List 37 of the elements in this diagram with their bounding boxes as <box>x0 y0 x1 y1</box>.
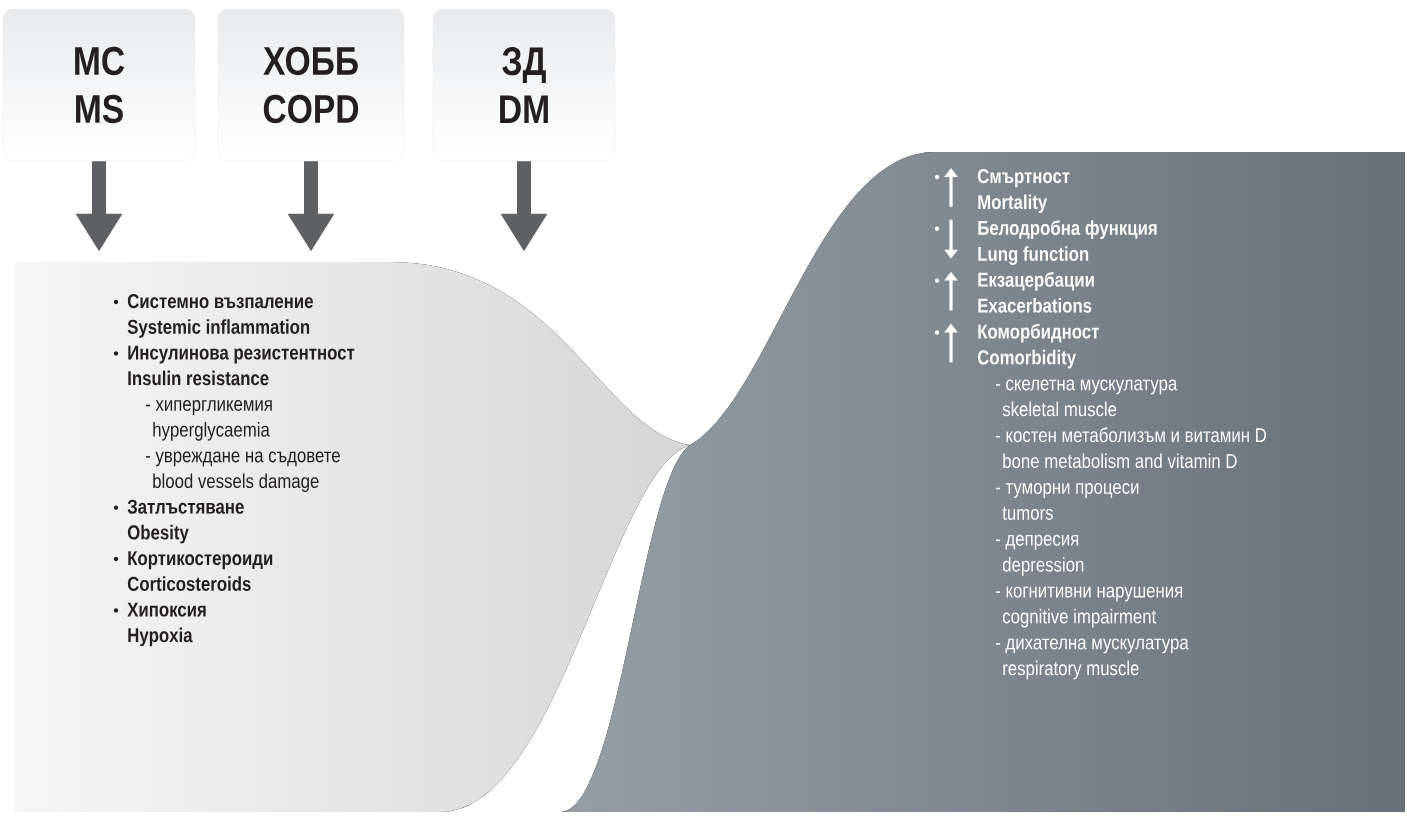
list-item: - туморни процеси <box>995 483 1139 498</box>
list-item: Systemic inflammation <box>127 319 310 338</box>
list-item: Comorbidity <box>977 349 1077 369</box>
list-item: Corticosteroids <box>127 576 251 591</box>
label-card: ХОББ COPD <box>217 8 405 162</box>
list-item: - костен метаболизъм и витамин D <box>995 427 1266 443</box>
list-item: Lung function <box>978 246 1089 265</box>
list-item: - депресия <box>995 534 1079 550</box>
list-item: - хипергликемия <box>145 400 272 415</box>
list-item: Инсулинова резистентност <box>128 345 355 364</box>
list-item: blood vessels damage <box>153 473 319 493</box>
list-item: hyperglycaemia <box>153 422 270 441</box>
list-item: Хипоксия <box>127 602 206 617</box>
list-item: skeletal muscle <box>1002 401 1117 417</box>
list-item: - когнитивни нарушения <box>995 586 1183 602</box>
list-item: Коморбидност <box>978 323 1099 343</box>
list-item: Системно възпаление <box>127 294 313 309</box>
list-item: respiratory muscle <box>1003 660 1139 680</box>
list-item: - дихателна мускулатура <box>995 638 1189 654</box>
list-item: Exacerbations <box>978 298 1092 313</box>
list-item: Екзацербации <box>978 271 1094 291</box>
list-item: Insulin resistance <box>128 370 269 386</box>
list-item: Затлъстяване <box>127 499 244 514</box>
list-item: Кортикостероиди <box>128 551 273 570</box>
list-item: cognitive impairment <box>1002 608 1157 628</box>
list-item: depression <box>1002 557 1084 576</box>
list-item: tumors <box>1002 506 1053 520</box>
list-item: bone metabolism and vitamin D <box>1003 453 1237 469</box>
label-card: МС MS <box>2 8 196 162</box>
list-item: Hypoxia <box>128 627 193 647</box>
list-item: Mortality <box>978 194 1048 214</box>
list-item: Белодробна функция <box>978 220 1157 239</box>
list-item: Смъртност <box>977 169 1070 188</box>
list-item: Obesity <box>127 524 189 544</box>
label-card: ЗД DM <box>432 8 616 162</box>
list-item: - скелетна мускулатура <box>995 379 1178 395</box>
list-item: - увреждане на съдовете <box>145 451 340 467</box>
